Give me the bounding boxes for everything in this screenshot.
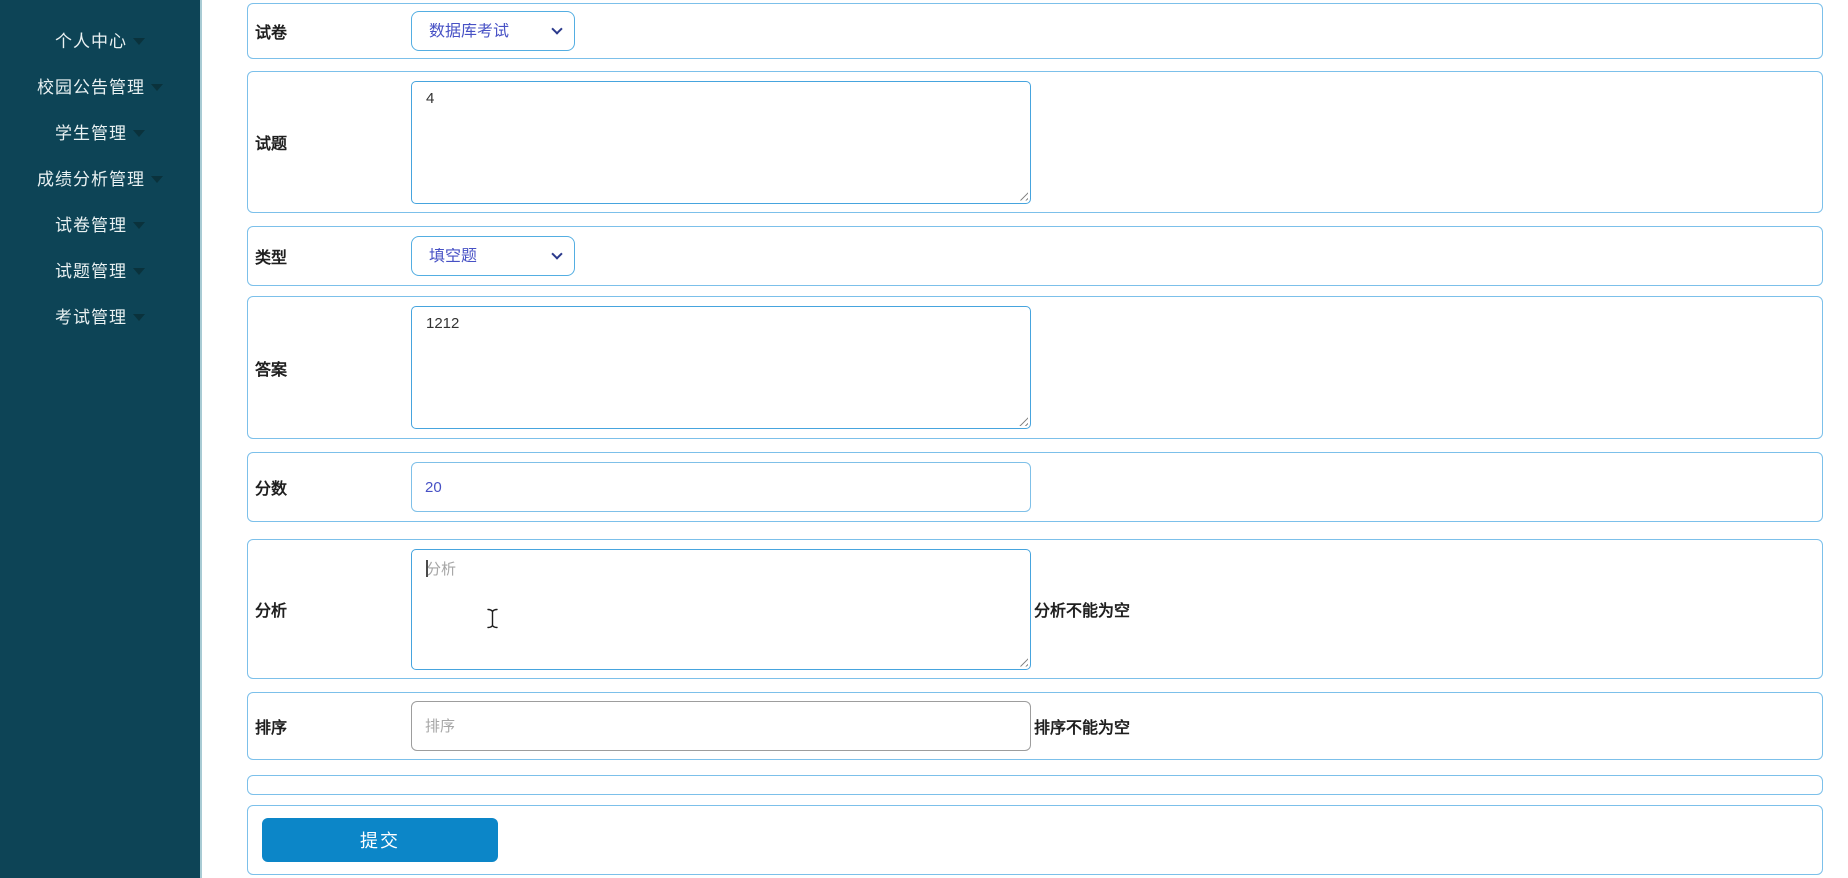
- sidebar-item-question-management[interactable]: 试题管理: [0, 246, 200, 292]
- chevron-down-icon: [133, 129, 145, 137]
- resize-handle-icon[interactable]: [1018, 190, 1028, 201]
- question-textarea-wrap: 4: [411, 80, 1031, 204]
- sidebar-item-personal-center[interactable]: 个人中心: [0, 16, 200, 62]
- sort-input[interactable]: [411, 701, 1031, 751]
- form-row-question: 试题 4: [247, 71, 1823, 213]
- answer-textarea[interactable]: 1212: [411, 306, 1031, 429]
- type-select-wrap: 填空题: [411, 236, 575, 276]
- sidebar-item-campus-announcement[interactable]: 校园公告管理: [0, 62, 200, 108]
- type-label: 类型: [255, 250, 288, 267]
- sidebar-item-label: 考试管理: [55, 307, 127, 327]
- form-row-type: 类型 填空题: [247, 226, 1823, 286]
- paper-label: 试卷: [255, 25, 288, 42]
- sidebar-item-label: 试题管理: [55, 261, 127, 281]
- question-textarea[interactable]: 4: [411, 80, 1031, 204]
- form-row-score: 分数: [247, 452, 1823, 522]
- score-label: 分数: [255, 481, 288, 498]
- sidebar-item-exam-management[interactable]: 考试管理: [0, 292, 200, 338]
- form-row-submit: 提交: [247, 805, 1823, 875]
- sidebar-item-grade-analysis[interactable]: 成绩分析管理: [0, 154, 200, 200]
- answer-label: 答案: [255, 361, 288, 379]
- analysis-textarea-wrap: [411, 548, 1031, 670]
- sidebar-item-label: 成绩分析管理: [37, 169, 145, 189]
- text-insertion-caret: [426, 559, 428, 577]
- sidebar-item-label: 个人中心: [55, 31, 127, 51]
- chevron-down-icon: [133, 37, 145, 45]
- form-row-paper: 试卷 数据库考试: [247, 3, 1823, 59]
- sort-label: 排序: [255, 720, 288, 737]
- resize-handle-icon[interactable]: [1018, 416, 1028, 426]
- sidebar: 个人中心 校园公告管理 学生管理 成绩分析管理 试卷管理 试题管理: [0, 0, 202, 878]
- form-row-analysis: 分析 分析不能为空: [247, 539, 1823, 679]
- submit-button[interactable]: 提交: [262, 818, 498, 862]
- paper-select[interactable]: 数据库考试: [411, 11, 575, 51]
- type-select[interactable]: 填空题: [411, 236, 575, 276]
- analysis-textarea[interactable]: [411, 548, 1031, 670]
- resize-handle-icon[interactable]: [1018, 656, 1028, 667]
- sidebar-item-label: 校园公告管理: [37, 77, 145, 97]
- chevron-down-icon: [151, 175, 163, 183]
- chevron-down-icon: [133, 267, 145, 275]
- sidebar-item-student-management[interactable]: 学生管理: [0, 108, 200, 154]
- main-content: 试卷 数据库考试 试题 4 类型 填空题: [202, 0, 1848, 878]
- form-row-answer: 答案 1212: [247, 296, 1823, 439]
- chevron-down-icon: [151, 83, 163, 91]
- chevron-down-icon: [133, 221, 145, 229]
- question-label: 试题: [255, 136, 288, 153]
- sidebar-item-label: 学生管理: [55, 123, 127, 143]
- analysis-error-message: 分析不能为空: [1034, 603, 1131, 620]
- sidebar-item-label: 试卷管理: [55, 215, 127, 235]
- analysis-label: 分析: [255, 603, 288, 620]
- score-input[interactable]: [411, 462, 1031, 512]
- chevron-down-icon: [133, 313, 145, 321]
- form-row-sort: 排序 排序不能为空: [247, 692, 1823, 760]
- sidebar-nav: 个人中心 校园公告管理 学生管理 成绩分析管理 试卷管理 试题管理: [0, 16, 200, 338]
- sidebar-item-paper-management[interactable]: 试卷管理: [0, 200, 200, 246]
- answer-textarea-wrap: 1212: [411, 306, 1031, 429]
- empty-row: [247, 775, 1823, 795]
- paper-select-wrap: 数据库考试: [411, 11, 575, 51]
- sort-error-message: 排序不能为空: [1034, 720, 1131, 737]
